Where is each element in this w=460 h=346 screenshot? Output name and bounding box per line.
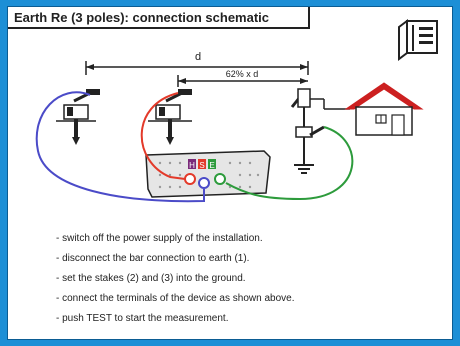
- ratio-label: 62% x d: [226, 69, 259, 79]
- instruction-2: - disconnect the bar connection to earth…: [56, 253, 250, 264]
- instruction-5: - push TEST to start the measurement.: [56, 313, 229, 324]
- title-bar: Earth Re (3 poles): connection schematic: [8, 7, 310, 29]
- terminal-s-label: S: [199, 161, 204, 170]
- terminal-h-label: H: [189, 161, 195, 170]
- blue-wire: [35, 91, 205, 203]
- page-title: Earth Re (3 poles): connection schematic: [14, 10, 270, 25]
- schematic-panel: Earth Re (3 poles): connection schematic…: [7, 6, 453, 340]
- distance-label: d: [195, 51, 201, 63]
- instruction-list: - switch off the power supply of the ins…: [56, 229, 426, 329]
- earth-bar-connection: [290, 88, 350, 174]
- house-icon: [344, 82, 424, 136]
- red-wire: [140, 92, 186, 180]
- stake-3: [56, 89, 100, 145]
- green-wire: [225, 126, 354, 201]
- instruction-1: - switch off the power supply of the ins…: [56, 233, 263, 244]
- tester-device: E S H: [145, 150, 271, 198]
- ratio-dimension: 62% x d: [177, 69, 308, 87]
- terminal-e-label: E: [209, 161, 214, 170]
- stake-2: [148, 89, 192, 145]
- instruction-4: - connect the terminals of the device as…: [56, 293, 295, 304]
- book-icon[interactable]: [395, 19, 441, 61]
- connection-diagram: d 62% x d: [35, 51, 424, 203]
- distance-dimension: d: [85, 51, 309, 75]
- instruction-3: - set the stakes (2) and (3) into the gr…: [56, 273, 246, 284]
